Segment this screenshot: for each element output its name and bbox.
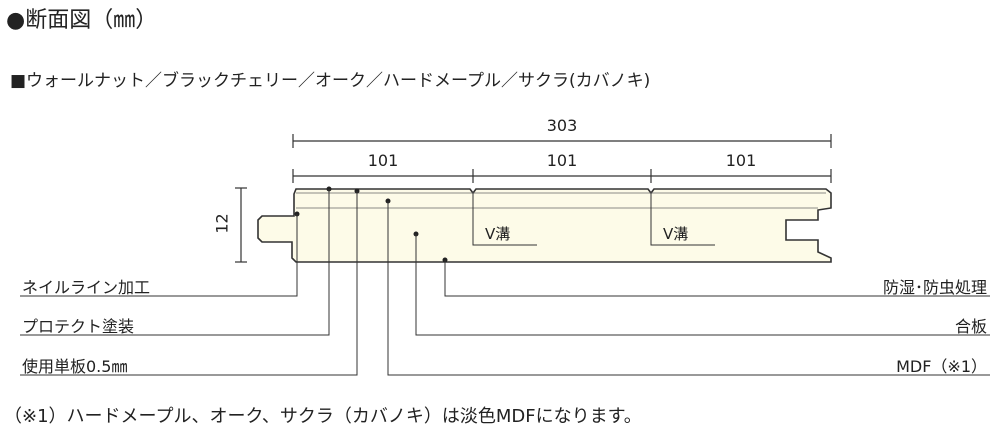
- segment-dimension-label-3: 101: [725, 151, 757, 170]
- mdf-label: MDF（※1）: [896, 357, 987, 376]
- segment-dimension-label-2: 101: [546, 151, 578, 170]
- v-groove-leader-2: [650, 193, 715, 246]
- total-dimension-label: 303: [546, 116, 578, 135]
- species-subtitle: ■ウォールナット／ブラックチェリー／オーク／ハードメープル／サクラ(カバノキ): [10, 71, 651, 91]
- nail-line-leader: [20, 214, 298, 297]
- moisture-leader: [444, 260, 990, 297]
- veneer-label: 使用単板0.5㎜: [22, 357, 128, 376]
- segment-dimension-label-1: 101: [367, 151, 399, 170]
- mdf-leader: [387, 201, 990, 376]
- plywood-leader: [415, 234, 990, 336]
- v-groove-label-1: V溝: [485, 225, 511, 243]
- protect-coat-leader: [20, 189, 330, 336]
- v-groove-leader-1: [472, 193, 537, 246]
- veneer-leader: [20, 191, 358, 376]
- v-groove-label-2: V溝: [663, 225, 689, 243]
- page-title: ●断面図（㎜）: [6, 8, 158, 33]
- nail-line-label: ネイルライン加工: [22, 278, 151, 297]
- board-profile: [257, 188, 832, 263]
- footnote: （※1）ハードメープル、オーク、サクラ（カバノキ）は淡色MDFになります。: [4, 406, 642, 427]
- protect-coat-label: プロテクト塗装: [22, 317, 135, 336]
- moisture-treatment-label: 防湿･防虫処理: [882, 278, 987, 297]
- thickness-label: 12: [212, 213, 232, 234]
- plywood-label: 合板: [954, 317, 987, 336]
